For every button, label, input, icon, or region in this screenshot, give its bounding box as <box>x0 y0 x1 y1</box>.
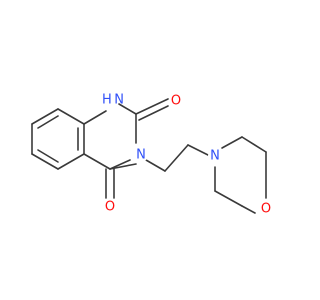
ethyl-linker <box>145 144 209 172</box>
bond <box>109 159 131 170</box>
carbonyl-oxygen-top-label: O <box>171 94 181 109</box>
bond <box>109 163 137 170</box>
pyrimidinedione-ring <box>83 103 137 170</box>
morpholine-nitrogen-label: N <box>210 149 220 164</box>
double-bond-inner <box>37 115 59 129</box>
bond <box>118 103 137 115</box>
bond <box>83 110 107 125</box>
ring-nitrogen-label: N <box>136 148 146 163</box>
carbonyl-oxygen-bottom-label: O <box>105 200 115 215</box>
benzene-ring <box>31 108 85 170</box>
bond <box>57 153 85 170</box>
bond <box>214 190 243 207</box>
carbonyl-bottom <box>105 168 115 199</box>
double-bond-inner <box>37 149 59 163</box>
bond <box>187 144 209 156</box>
bond <box>31 153 59 170</box>
bond <box>221 136 243 149</box>
bond <box>241 205 256 214</box>
bond <box>164 144 189 172</box>
ring-nitrogen-halo <box>134 148 148 162</box>
double-bond <box>138 105 169 121</box>
morpholine-nitrogen-halo <box>208 149 222 163</box>
bond <box>241 136 267 153</box>
molecule-structure-diagram: H N O N O N O <box>31 93 271 217</box>
bond <box>57 108 85 125</box>
nh-atom-label: H N <box>102 93 124 108</box>
double-bond <box>135 98 169 115</box>
bond <box>83 153 111 170</box>
carbonyl-top <box>135 98 169 121</box>
bond <box>31 108 59 125</box>
morpholine-oxygen-label: O <box>261 202 271 217</box>
bond <box>145 159 166 172</box>
morpholine-ring <box>214 136 267 214</box>
